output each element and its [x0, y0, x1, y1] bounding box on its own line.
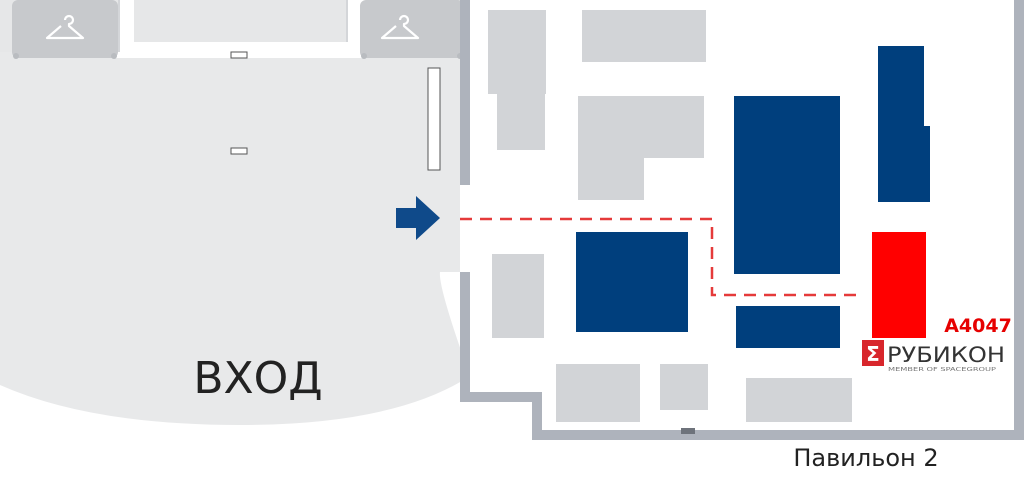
booth-blue[interactable]	[736, 306, 840, 348]
entrance-label: ВХОД	[193, 353, 322, 404]
marker-small-top	[230, 51, 248, 59]
booth-grey	[488, 10, 546, 94]
route-path	[460, 217, 862, 297]
wardrobe-right	[360, 0, 464, 59]
booth-number: A4047	[944, 315, 1012, 337]
counter-desk	[427, 67, 441, 171]
hall-floor	[0, 52, 470, 425]
exhibitor-booths	[576, 46, 930, 348]
booth-grey	[497, 94, 545, 150]
company-name: РУБИКОН	[887, 343, 1005, 367]
booth-grey	[660, 364, 708, 410]
entrance-hall	[0, 0, 470, 425]
booth-grey	[578, 96, 704, 200]
sigma-logo-icon	[862, 340, 884, 366]
booth-grey	[746, 378, 852, 422]
highlighted-booth[interactable]	[872, 232, 926, 338]
booth-blue[interactable]	[878, 46, 930, 202]
wardrobe-left	[12, 0, 118, 59]
svg-text:Σ: Σ	[866, 342, 880, 366]
arrow-right-icon	[396, 196, 440, 240]
booth-blue[interactable]	[576, 232, 688, 332]
marker-small-bottom	[230, 147, 248, 155]
company-logo: Σ РУБИКОН MEMBER OF SPACEGROUP	[862, 340, 1005, 373]
hanger-icon	[45, 14, 85, 40]
neutral-booths	[488, 10, 852, 422]
booth-grey	[556, 364, 640, 422]
door-marker	[681, 428, 695, 434]
booth-grey	[492, 254, 544, 338]
pavilion-label: Павильон 2	[793, 444, 938, 472]
booth-grey	[582, 10, 706, 62]
hanger-icon	[380, 14, 420, 40]
hall-top-middle	[134, 0, 346, 42]
company-tagline: MEMBER OF SPACEGROUP	[888, 367, 997, 373]
booth-blue[interactable]	[734, 96, 840, 274]
